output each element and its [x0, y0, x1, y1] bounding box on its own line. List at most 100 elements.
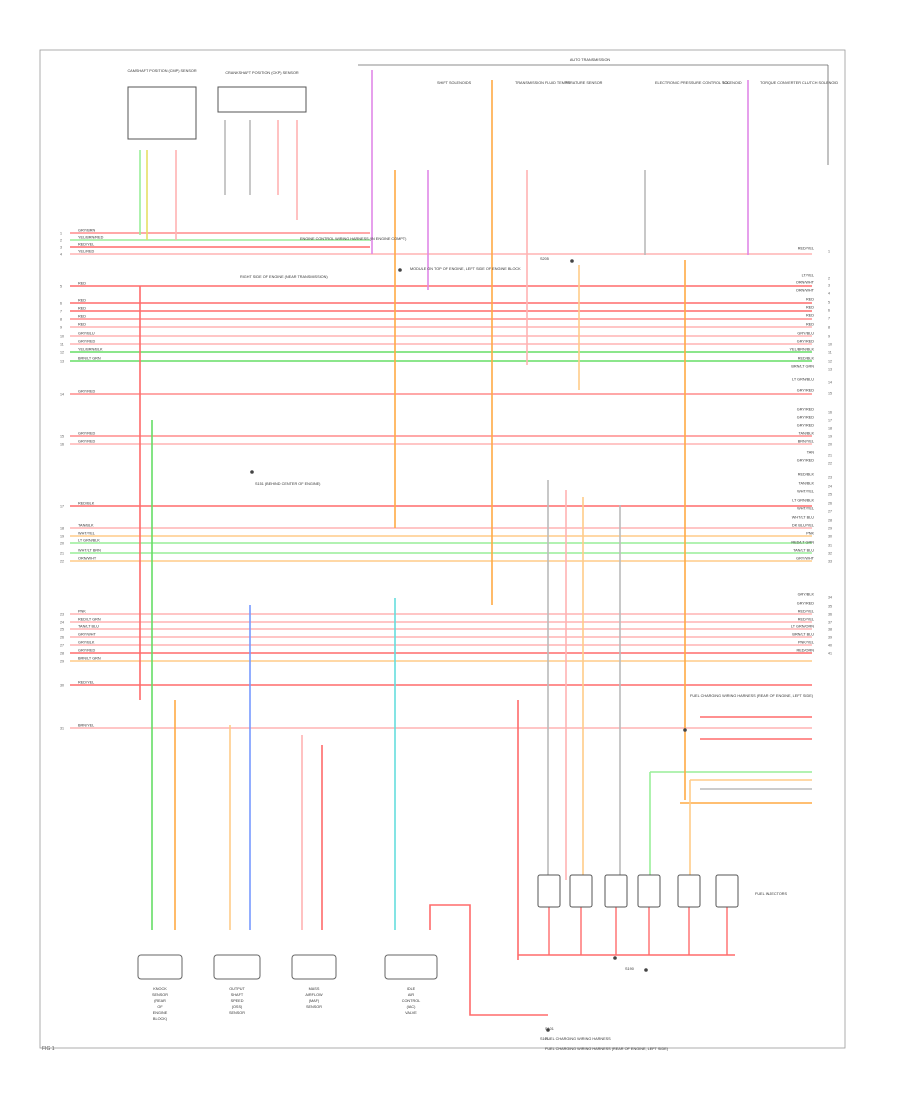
- right-wire-pin: 14: [828, 381, 832, 385]
- wire-label: RED/YEL: [78, 243, 94, 247]
- bottom-component-label: (MAF): [309, 999, 320, 1003]
- note-n4: S151 (BEHIND CENTER OF ENGINE): [255, 482, 321, 486]
- right-wire-label: RED/BLK: [798, 357, 815, 361]
- ckp-sensor-box: [217, 86, 307, 113]
- right-wire-label: PNK: [806, 532, 814, 536]
- note-n1: ENGINE CONTROL WIRING HARNESS (IN ENGINE…: [300, 237, 407, 241]
- right-wire-label: RED/LT GRN: [791, 541, 814, 545]
- right-wire-label: PNK/YEL: [798, 641, 814, 645]
- wire-pin: 27: [60, 644, 64, 648]
- wire-pin: 3: [60, 246, 62, 250]
- right-wire-label: LT GRN/BLU: [792, 378, 814, 382]
- note-n7: S101: [540, 1037, 549, 1041]
- right-wire-pin: 8: [828, 326, 830, 330]
- right-wire-pin: 16: [828, 411, 832, 415]
- wire-pin: 4: [60, 253, 62, 257]
- bottom-note: FUEL CHARGING WIRING HARNESS: [545, 1037, 611, 1041]
- right-wire-label: BRN/LT GRN: [791, 365, 814, 369]
- injector-box: [637, 874, 661, 908]
- wire-label: YEL/RED: [78, 250, 95, 254]
- note-n5: FUEL CHARGING WIRING HARNESS (REAR OF EN…: [690, 694, 814, 698]
- right-wire-pin: 1: [828, 250, 830, 254]
- ckp-sensor-label: CRANKSHAFT POSITION (CKP) SENSOR: [225, 71, 299, 75]
- note-n6: S205: [540, 257, 549, 261]
- right-wire-label: WHT/YEL: [797, 490, 814, 494]
- right-wire-pin: 21: [828, 454, 832, 458]
- right-wire-pin: 19: [828, 435, 832, 439]
- injector-box: [604, 874, 628, 908]
- wire-pin: 10: [60, 335, 64, 339]
- bottom-component-label: OUTPUT: [229, 987, 245, 991]
- wire-label: RED/LT GRN: [78, 618, 101, 622]
- splice-dot: [570, 259, 574, 263]
- right-wire-label: RED/YEL: [798, 610, 814, 614]
- right-wire-pin: 2: [828, 277, 830, 281]
- cmp-sensor-label: CAMSHAFT POSITION (CMP) SENSOR: [127, 69, 196, 73]
- right-wire-label: DK BLU/YEL: [792, 524, 814, 528]
- splice-dot: [546, 1028, 550, 1032]
- vertical-wire-group: [139, 70, 749, 1016]
- wire-label: BRN/LT GRN: [78, 357, 101, 361]
- bottom-note: S101: [545, 1027, 554, 1031]
- injector-box: [537, 874, 561, 908]
- right-wire-pin: 3: [828, 284, 830, 288]
- bottom-component-label: SENSOR: [306, 1005, 322, 1009]
- bottom-component-box: [291, 954, 337, 980]
- wire-pin: 29: [60, 660, 64, 664]
- wire-label: TAN/BLK: [78, 524, 94, 528]
- right-wire-label: BRN/YEL: [798, 440, 814, 444]
- wire-pin: 28: [60, 652, 64, 656]
- right-wire-label: RED: [806, 298, 814, 302]
- wire-pin: 7: [60, 310, 62, 314]
- right-wire-pin: 31: [828, 544, 832, 548]
- right-wire-pin: 36: [828, 613, 832, 617]
- splice-dot: [250, 470, 254, 474]
- wire-label: TAN/LT BLU: [78, 625, 99, 629]
- right-wire-label: BRN/LT BLU: [792, 633, 814, 637]
- wire-pin: 11: [60, 343, 64, 347]
- right-wire-label: RED/BLK: [798, 473, 815, 477]
- text-group: CAMSHAFT POSITION (CMP) SENSOR CRANKSHAFT…: [127, 58, 838, 1051]
- bottom-component-label: IDLE: [407, 987, 416, 991]
- right-wire-label: WHT/LT BLU: [792, 516, 814, 520]
- right-wire-label: TAN/LT BLU: [793, 549, 814, 553]
- right-wire-pin: 4: [828, 292, 830, 296]
- wire-label: YEL/BRN/BLK: [78, 348, 103, 352]
- bottom-component-label: MASS: [309, 987, 320, 991]
- bottom-component-label: AIRFLOW: [305, 993, 323, 997]
- wire-pin: 14: [60, 393, 64, 397]
- right-wire-pin: 26: [828, 502, 832, 506]
- right-wire-group: RED/YEL1LT/YEL2ORN/WHT3ORN/WHT4RED5RED6R…: [650, 247, 832, 804]
- wire-label: GRY/RED: [78, 649, 95, 653]
- right-wire-pin: 33: [828, 560, 832, 564]
- right-wire-label: ORN/WHT: [796, 281, 815, 285]
- wire-pin: 13: [60, 360, 64, 364]
- wire-label: GRY/BLK: [78, 641, 95, 645]
- wire-pin: 30: [60, 684, 64, 688]
- wire-label: GRY/RED: [78, 432, 95, 436]
- wire-pin: 6: [60, 302, 62, 306]
- splice-dot: [644, 968, 648, 972]
- bottom-component-label: VALVE: [405, 1011, 417, 1015]
- right-wire-pin: 11: [828, 351, 832, 355]
- right-wire-label: LT GRN/BLK: [792, 499, 814, 503]
- trans-sub-label: TRANSMISSION FLUID TEMPERATURE SENSOR: [515, 81, 603, 85]
- right-wire-label: RED: [806, 323, 814, 327]
- right-wire-pin: 27: [828, 510, 832, 514]
- wire-label: RED: [78, 315, 86, 319]
- wire-pin: 19: [60, 535, 64, 539]
- left-wire-group: GRY/BRN1YEL/BRN/RED2RED/YEL3YEL/RED4RED5…: [60, 229, 812, 731]
- note-n8: FUEL CHARGING WIRING HARNESS (REAR OF EN…: [545, 1047, 669, 1051]
- wire-pin: 25: [60, 628, 64, 632]
- wire-label: RED/YEL: [78, 681, 94, 685]
- right-wire-pin: 25: [828, 493, 832, 497]
- wire-pin: 12: [60, 351, 64, 355]
- right-wire-pin: 41: [828, 652, 832, 656]
- wire-label: GRY/RED: [78, 390, 95, 394]
- bottom-component-label: (OSS): [232, 1005, 243, 1009]
- bottom-component-label: (REAR: [154, 999, 166, 1003]
- trans-sub-label: ELECTRONIC PRESSURE CONTROL SOLENOID: [655, 81, 742, 85]
- wire-label: LT GRN/BLK: [78, 539, 100, 543]
- bottom-component-label: ENGINE: [153, 1011, 168, 1015]
